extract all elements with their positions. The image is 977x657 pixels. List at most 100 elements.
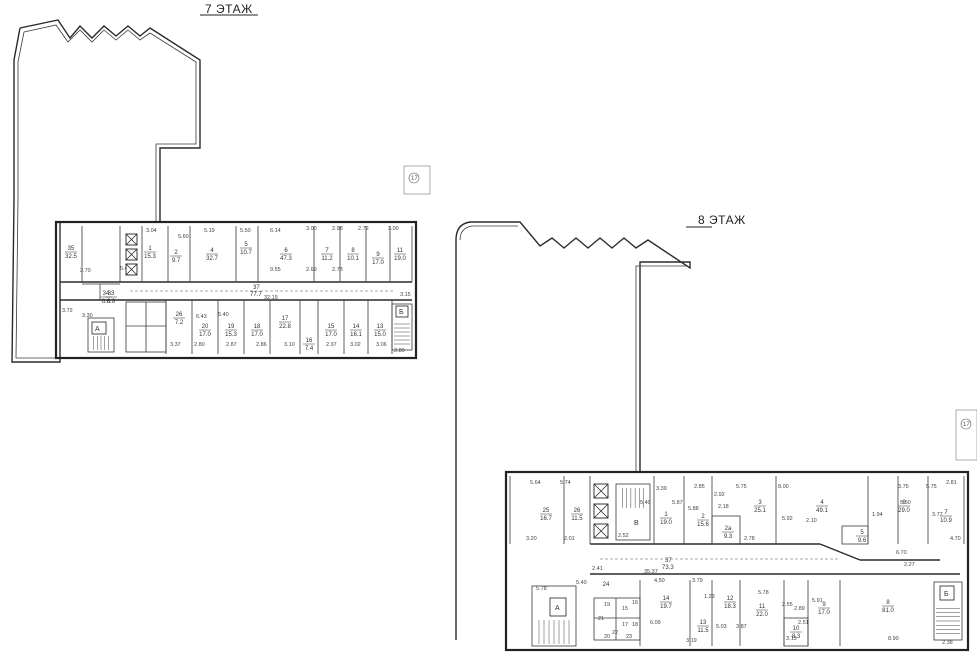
floor-8-bottom-room-number: 12: [727, 596, 734, 602]
floor-8-top-room-area: 19.0: [660, 520, 672, 526]
floor-7-stamp: 17: [403, 165, 431, 195]
floor-8-dimension: 5.03: [716, 624, 727, 630]
floor-7-bottom-room-number: 13: [377, 324, 384, 330]
floor-8-top-room-number: 7: [944, 510, 948, 516]
floor-7-top-room-number: 8: [351, 248, 355, 254]
floor-8-stair-a-label: А: [555, 605, 560, 612]
floor-8-dimension: 5.60: [900, 500, 911, 506]
floor-8-small-room-number: 21: [598, 616, 604, 622]
floor-7-bottom-room-number: 26: [176, 312, 183, 318]
floor-7-stamp-text: 17: [411, 176, 418, 182]
floor-8-top-room-number: 6: [902, 500, 906, 506]
floor-8-dimension: 3.13: [786, 636, 797, 642]
floor-7-atrium-outline: [11, 19, 201, 363]
floor-7-bottom-room-area: 15.3: [225, 332, 237, 338]
floor-8-dimension: 2.92: [714, 492, 725, 498]
floor-8-plan: 8 ЭТАЖ 37 73.3 35.37 2516.72611.5119.021…: [455, 213, 977, 652]
floor-7-dimension: 2.78: [332, 267, 343, 273]
floor-8-dimension: 3.77: [932, 512, 943, 518]
floor-8-stair-a: А: [531, 585, 577, 647]
floor-7-top-room-number: 35: [68, 246, 75, 252]
floor-7-dimension: 2.70: [80, 268, 91, 274]
floor-7-top-room-number: 1: [148, 246, 152, 252]
floor-8-top-room-area: 9.3: [724, 534, 733, 540]
floor-8-top-room-area: 11.5: [571, 516, 583, 522]
floor-7-top-room-area: 9.7: [172, 258, 181, 264]
floor-7-dimension: 3.37: [170, 342, 181, 348]
floor-8-atrium-outline: [455, 221, 691, 640]
floor-7-bottom-room-area: 17.0: [325, 332, 337, 338]
floor-7-bottom-room-area: 17.0: [251, 332, 263, 338]
floor-7-stair-a: А: [87, 317, 115, 353]
floor-7-dimension: 3.02: [350, 342, 361, 348]
floor-7-top-room-area: 32.7: [206, 256, 218, 262]
floor-7-bottom-room-number: 20: [202, 324, 209, 330]
floor-7-dimension: 5.60: [178, 234, 189, 240]
floor-7-bottom-room-number: 14: [353, 324, 360, 330]
floor-7-bottom-room-area: 7.4: [305, 346, 314, 352]
floor-7-top-room-area: 32.5: [65, 254, 77, 260]
floor-8-corridor-num: 37: [665, 558, 672, 564]
floor-8-dimension: 2.55: [782, 602, 793, 608]
floor-7-dimension: 3.04: [146, 228, 157, 234]
floor-8-bottom-room-number: 8: [886, 600, 890, 606]
floor-8-small-room-number: 20: [604, 634, 610, 640]
floor-8-bottom-room-area: 8.3: [792, 634, 801, 640]
floor-8-stamp-text: 17: [963, 422, 970, 428]
floor-7-dimension: 3.00: [306, 226, 317, 232]
floor-8-dimension: 2.01: [564, 536, 575, 542]
floor-7-bottom-room-area: 17.0: [199, 332, 211, 338]
floor-7-top-room-area: 11.2: [321, 256, 333, 262]
floor-8-dimension: 2.38: [942, 640, 953, 646]
floor-8-dimension: 5.75: [926, 484, 937, 490]
floor-7-dimension: 6.43: [196, 314, 207, 320]
floor-7-dimension: 2.80: [194, 342, 205, 348]
floor-8-top-room-area: 49.1: [816, 508, 828, 514]
floor-8-dimension: 1.23: [704, 594, 715, 600]
floor-8-bottom-room-number: 24: [603, 582, 610, 588]
floor-8-dimension: 2.18: [718, 504, 729, 510]
floor-8-top-room-number: 4: [820, 500, 824, 506]
floor-8-dimension: 2.78: [744, 536, 755, 542]
floor-8-dimension: 5.78: [758, 590, 769, 596]
floor-8-dimension: 6.09: [650, 620, 661, 626]
floor-8-top-room-area: 25.1: [754, 508, 766, 514]
floor-7-top-room-number: 4: [210, 248, 214, 254]
floor-8-dimension: 5.75: [736, 484, 747, 490]
floor-8-stair-b-label: Б: [944, 591, 949, 598]
floor-7-top-room-number: 6: [284, 248, 288, 254]
floor-8-top-room-area: 29.0: [898, 508, 910, 514]
floor-8-bottom-room-area: 22.0: [756, 612, 768, 618]
floor-8-dimension: 3.79: [692, 578, 703, 584]
floor-7-stair-b-label: Б: [399, 309, 404, 316]
floor-8-small-room-number: 22: [612, 630, 618, 636]
floor-7-top-room-number: 7: [325, 248, 329, 254]
floor-8-top-room-number: 5: [860, 530, 864, 536]
floor-7-dimension: 2.98: [332, 226, 343, 232]
floor-7-stair-a-label: А: [95, 326, 100, 333]
floor-8-dimension: 5.87: [672, 500, 683, 506]
floor-7-dimension: 3.00: [388, 226, 399, 232]
floor-8-dimension: 8.90: [888, 636, 899, 642]
floor-8-dimension: 2.51: [798, 620, 809, 626]
floor-7-dimension: 5.40: [120, 266, 131, 272]
floor-8-dimension: 6.70: [896, 550, 907, 556]
floor-8-top-room-area: 10.9: [940, 518, 952, 524]
floor-7-bottom-room-number: 16: [306, 338, 313, 344]
floor-7-corridor-num: 37: [253, 285, 260, 291]
floor-7-dimension: 3.06: [376, 342, 387, 348]
floor-7-top-room-area: 10.7: [240, 250, 252, 256]
floor-7-dimension: 9.55: [270, 267, 281, 273]
floor-8-stair-v-label: В: [634, 520, 639, 527]
floor-7-dimension: 2.69: [306, 267, 317, 273]
floor-8-small-room-number: 17: [622, 622, 628, 628]
floor-8-dimension: 5.40: [640, 500, 651, 506]
floor-8-top-room-number: 3: [758, 500, 762, 506]
floor-7-title: 7 ЭТАЖ: [205, 2, 253, 16]
floor-8-dimension: 5.40: [576, 580, 587, 586]
floor-7-bottom-room-area: 16.1: [350, 332, 362, 338]
